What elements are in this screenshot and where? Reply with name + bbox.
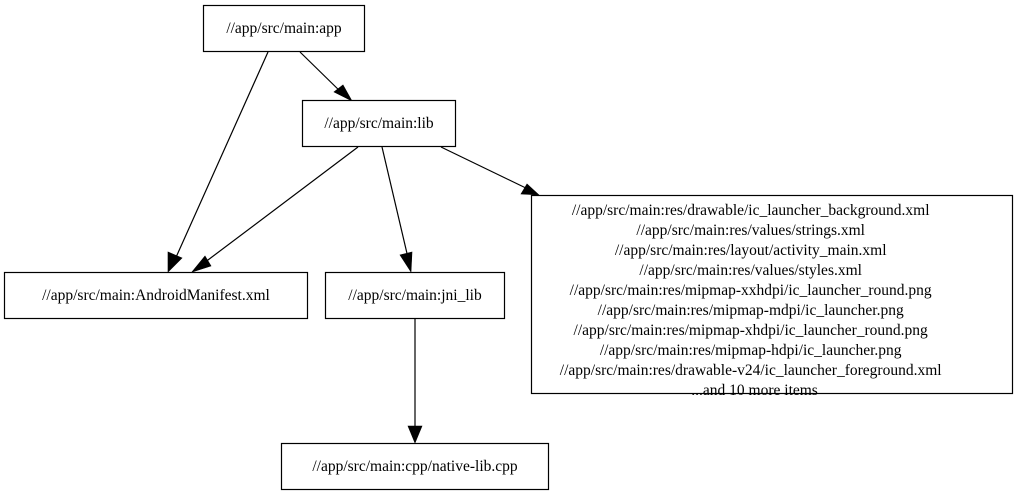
resource-line: //app/src/main:res/drawable-v24/ic_launc… <box>560 362 942 379</box>
resource-line: //app/src/main:res/mipmap-mdpi/ic_launch… <box>598 302 904 319</box>
arrowhead-jni-lib-to-native-lib <box>407 425 423 444</box>
node-box-native-lib[interactable] <box>280 442 550 491</box>
node-label-android-manifest: //app/src/main:AndroidManifest.xml <box>42 287 270 304</box>
resource-line: //app/src/main:res/values/styles.xml <box>639 262 862 279</box>
node-label-resources: //app/src/main:res/drawable/ic_launcher_… <box>560 202 984 399</box>
node-resources[interactable]: //app/src/main:res/drawable/ic_launcher_… <box>530 194 1014 400</box>
node-box-android-manifest[interactable] <box>3 271 309 320</box>
node-label-jni-lib: //app/src/main:jni_lib <box>348 287 482 304</box>
arrowhead-lib-to-manifest <box>191 255 212 273</box>
resource-line: //app/src/main:res/layout/activity_main.… <box>615 242 887 259</box>
edge-layer <box>167 51 540 444</box>
edge-line-lib-to-jni-lib <box>381 146 410 263</box>
edge-lib-to-manifest <box>191 146 359 273</box>
edge-line-lib-to-resources <box>440 146 531 191</box>
edge-line-lib-to-manifest <box>199 146 359 267</box>
node-app[interactable]: //app/src/main:app <box>202 4 366 53</box>
edge-app-to-lib <box>299 51 353 102</box>
node-jni-lib[interactable]: //app/src/main:jni_lib <box>324 271 506 320</box>
resource-line: //app/src/main:res/mipmap-xhdpi/ic_launc… <box>574 322 929 339</box>
edge-line-app-to-manifest <box>172 51 269 265</box>
resource-line: //app/src/main:res/values/strings.xml <box>636 222 865 239</box>
resource-line: //app/src/main:res/drawable/ic_launcher_… <box>572 202 930 219</box>
edge-lib-to-jni-lib <box>381 146 413 273</box>
arrowhead-app-to-lib <box>333 84 353 102</box>
resource-line: ...and 10 more items <box>691 382 818 399</box>
edge-jni-lib-to-native-lib <box>407 319 423 444</box>
resource-line: //app/src/main:res/mipmap-xxhdpi/ic_laun… <box>570 282 932 299</box>
edge-line-app-to-lib <box>299 51 346 97</box>
arrowhead-lib-to-resources <box>520 183 540 196</box>
node-label-lib: //app/src/main:lib <box>324 115 434 132</box>
arrowhead-lib-to-jni-lib <box>399 251 413 273</box>
node-label-native-lib: //app/src/main:cpp/native-lib.cpp <box>312 458 518 475</box>
node-box-resources[interactable] <box>530 194 1014 395</box>
edge-lib-to-resources <box>440 146 540 196</box>
node-lib[interactable]: //app/src/main:lib <box>301 99 457 148</box>
node-box-jni-lib[interactable] <box>324 271 506 320</box>
node-box-app[interactable] <box>202 4 366 53</box>
node-box-lib[interactable] <box>301 99 457 148</box>
resource-line: //app/src/main:res/mipmap-hdpi/ic_launch… <box>600 342 902 359</box>
edge-app-to-manifest <box>167 51 269 273</box>
node-native-lib[interactable]: //app/src/main:cpp/native-lib.cpp <box>280 442 550 491</box>
arrowhead-app-to-manifest <box>167 251 183 273</box>
node-layer: //app/src/main:app //app/src/main:lib //… <box>3 4 1014 491</box>
node-label-app: //app/src/main:app <box>226 20 342 37</box>
node-android-manifest[interactable]: //app/src/main:AndroidManifest.xml <box>3 271 309 320</box>
